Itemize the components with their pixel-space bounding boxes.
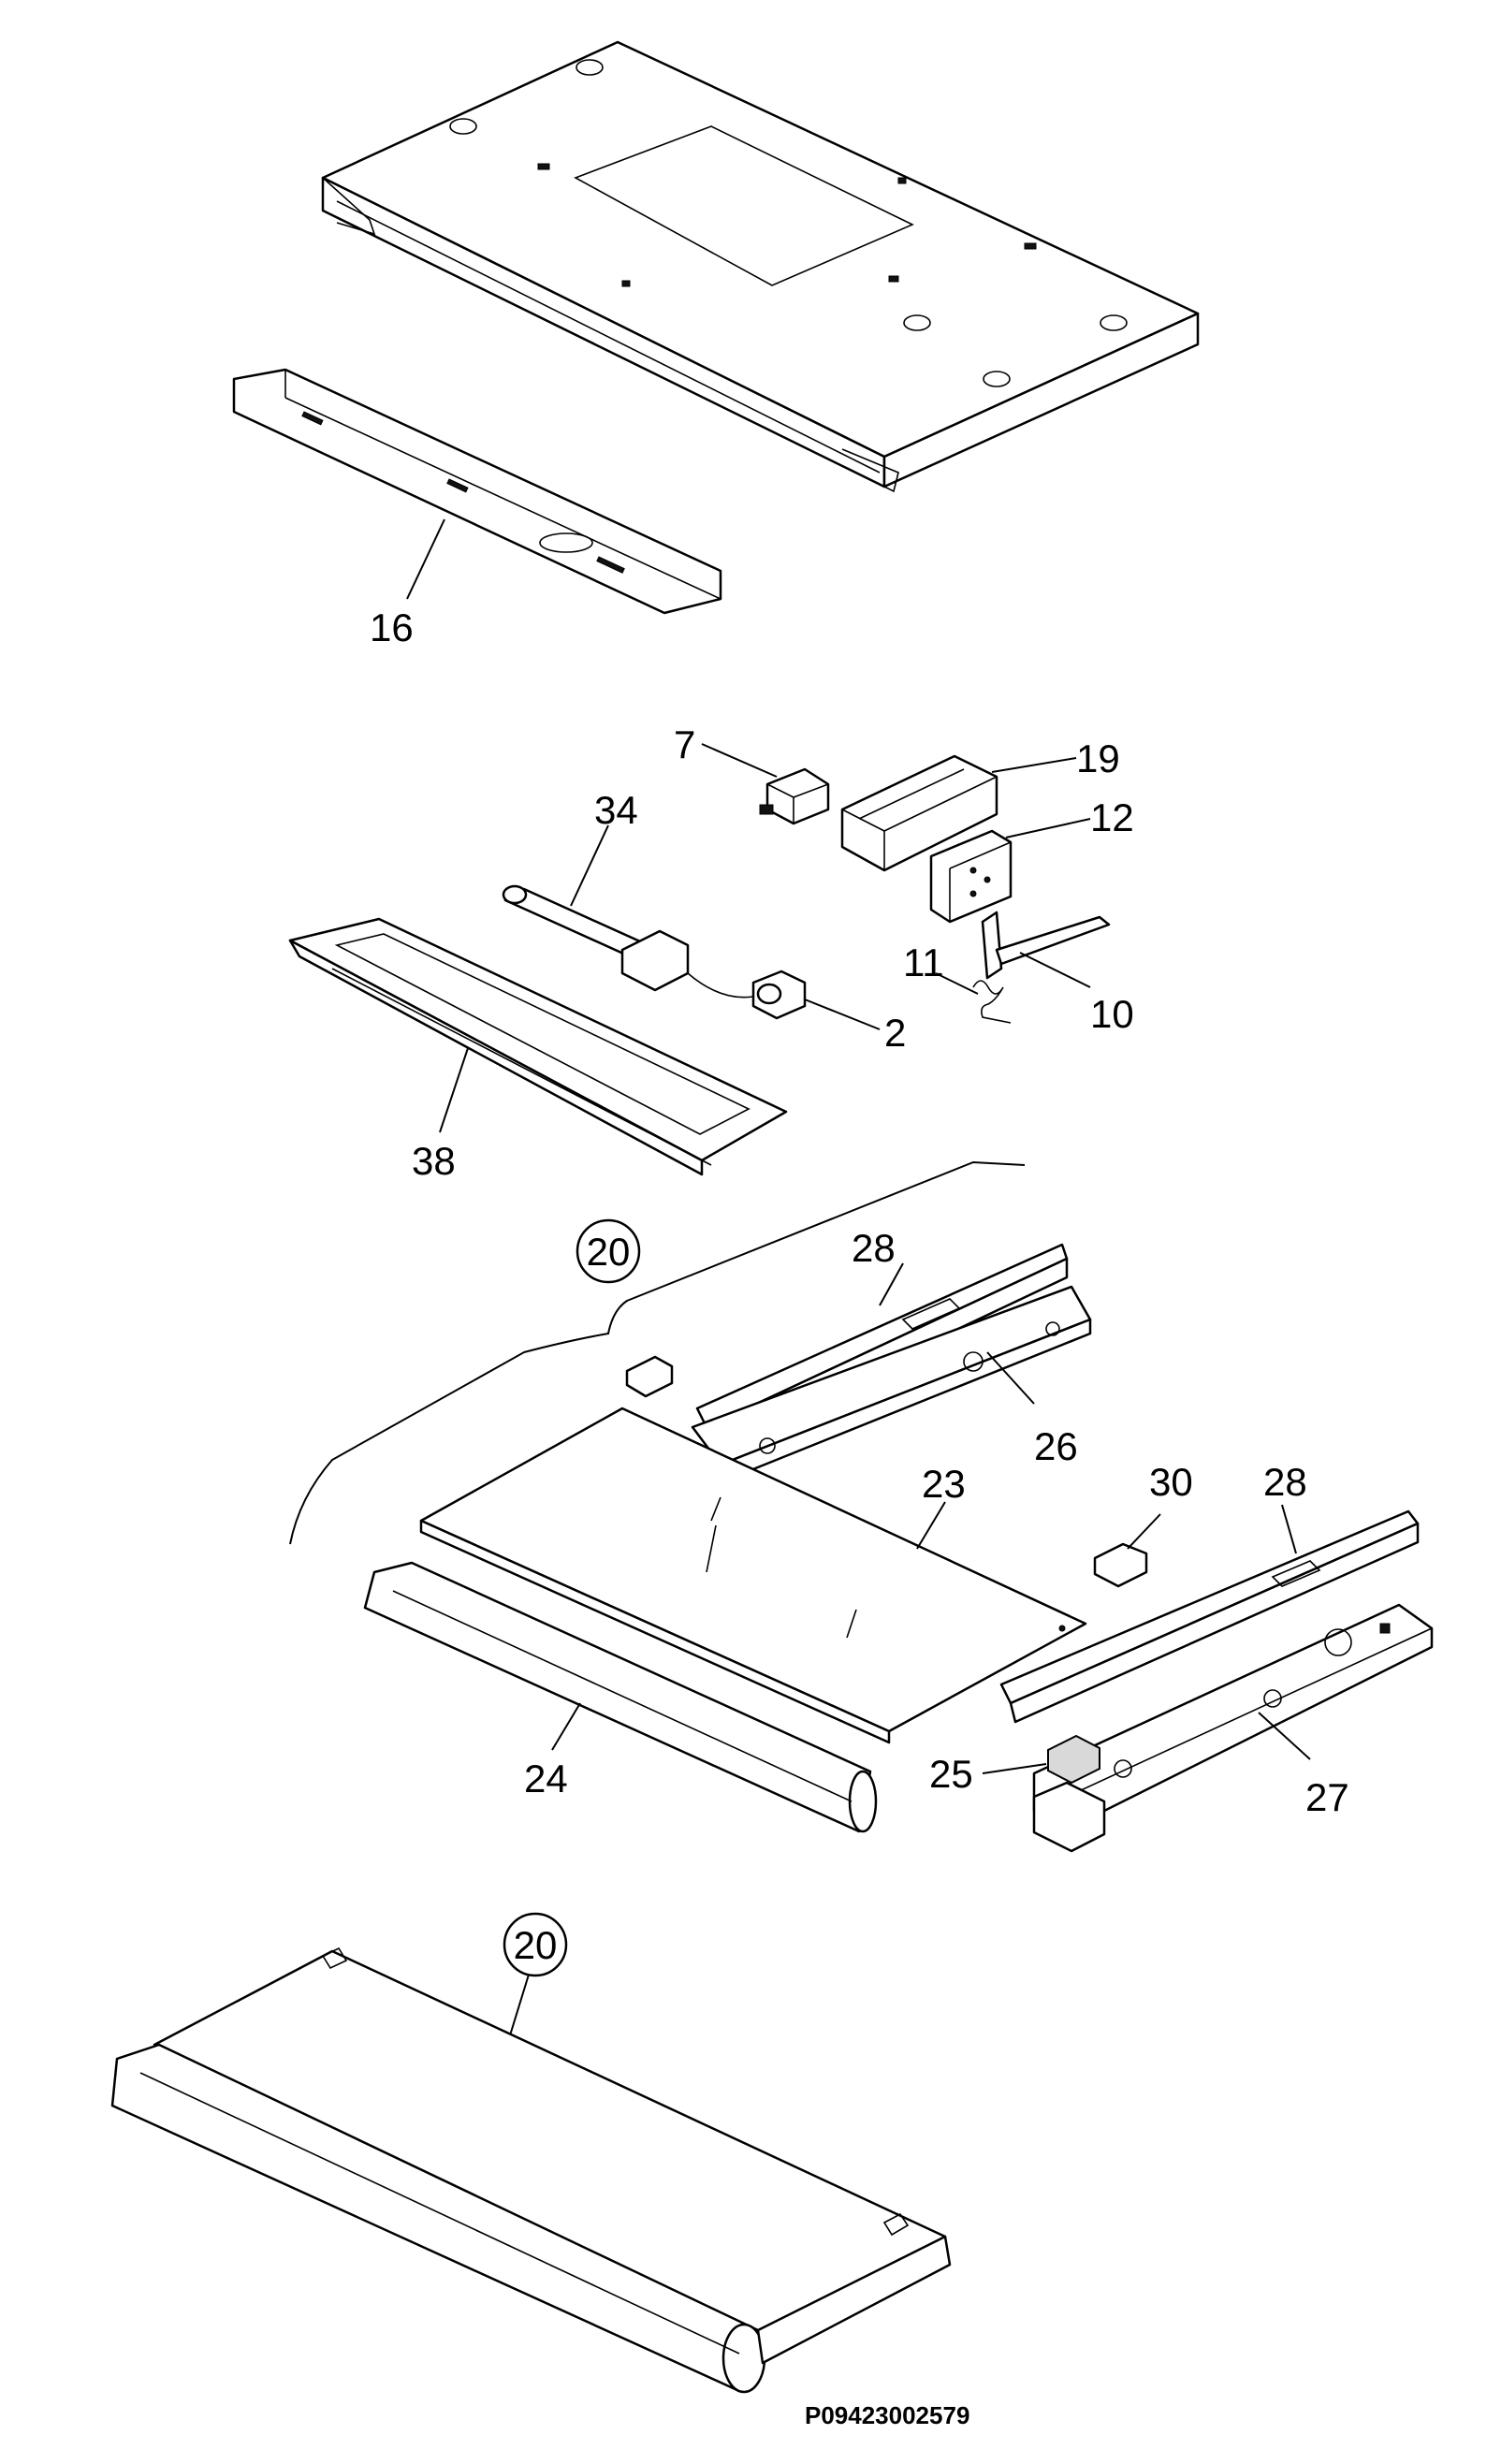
part-12-circuit-board bbox=[929, 829, 1013, 924]
leader-11 bbox=[935, 972, 979, 995]
leader-10 bbox=[1019, 952, 1091, 988]
part-16-rear-channel bbox=[232, 368, 722, 615]
assembly-20-callout-lower: 20 bbox=[503, 1912, 568, 1977]
part-25-front-latch bbox=[1032, 1734, 1106, 1853]
part-28-lower-rail bbox=[999, 1509, 1420, 1724]
leader-28a bbox=[879, 1262, 904, 1306]
leader-25 bbox=[982, 1763, 1047, 1774]
label-12: 12 bbox=[1090, 795, 1134, 839]
label-38: 38 bbox=[412, 1139, 456, 1183]
part-10-switch-lever bbox=[981, 911, 1111, 980]
label-7: 7 bbox=[674, 722, 695, 766]
label-23: 23 bbox=[922, 1462, 966, 1506]
label-28a: 28 bbox=[852, 1226, 896, 1270]
label-2: 2 bbox=[884, 1011, 906, 1055]
leader-19 bbox=[991, 757, 1077, 773]
label-11: 11 bbox=[903, 940, 944, 984]
part-23-glass-shelf bbox=[419, 1407, 1087, 1744]
leader-7 bbox=[701, 743, 778, 778]
label-16: 16 bbox=[370, 605, 414, 649]
part-19-control-housing bbox=[840, 754, 998, 872]
top-housing-panel bbox=[321, 40, 1200, 493]
part-34-lamp-tube bbox=[502, 884, 690, 992]
label-20-upper: 20 bbox=[587, 1230, 631, 1274]
label-20-lower: 20 bbox=[514, 1923, 558, 1967]
diagram-code: P09423002579 bbox=[805, 2401, 969, 2429]
part-11-spring bbox=[972, 980, 1012, 1024]
part-30-clip bbox=[1093, 1542, 1148, 1588]
assembly-20-drawer bbox=[110, 1946, 952, 2394]
leader-20-lower bbox=[509, 1974, 530, 2036]
leader-23 bbox=[916, 1501, 946, 1550]
label-30: 30 bbox=[1149, 1460, 1193, 1504]
leader-2 bbox=[804, 999, 881, 1030]
leader-27 bbox=[1258, 1712, 1311, 1760]
label-24: 24 bbox=[524, 1757, 568, 1801]
leader-28b bbox=[1281, 1504, 1297, 1554]
label-19: 19 bbox=[1076, 736, 1120, 780]
leader-12 bbox=[1005, 818, 1091, 838]
leader-34 bbox=[570, 824, 609, 907]
label-25: 25 bbox=[929, 1752, 973, 1796]
label-28b: 28 bbox=[1263, 1460, 1307, 1504]
label-27: 27 bbox=[1305, 1775, 1349, 1819]
part-7-relay bbox=[759, 767, 830, 825]
leader-30 bbox=[1127, 1513, 1161, 1550]
assembly-20-callout-upper: 20 bbox=[576, 1218, 641, 1284]
leader-16 bbox=[406, 518, 445, 600]
label-26: 26 bbox=[1034, 1424, 1078, 1468]
leader-24 bbox=[551, 1702, 581, 1751]
label-10: 10 bbox=[1090, 992, 1134, 1036]
part-38-lamp-cover bbox=[288, 917, 788, 1176]
leader-26 bbox=[986, 1351, 1035, 1405]
clip-upper bbox=[625, 1355, 674, 1398]
label-34: 34 bbox=[594, 788, 638, 832]
part-24-front-trim bbox=[363, 1561, 878, 1833]
part-2-lamp-socket bbox=[687, 970, 807, 1020]
leader-38 bbox=[439, 1047, 469, 1133]
assembly-20-boundary bbox=[289, 1160, 1026, 1545]
